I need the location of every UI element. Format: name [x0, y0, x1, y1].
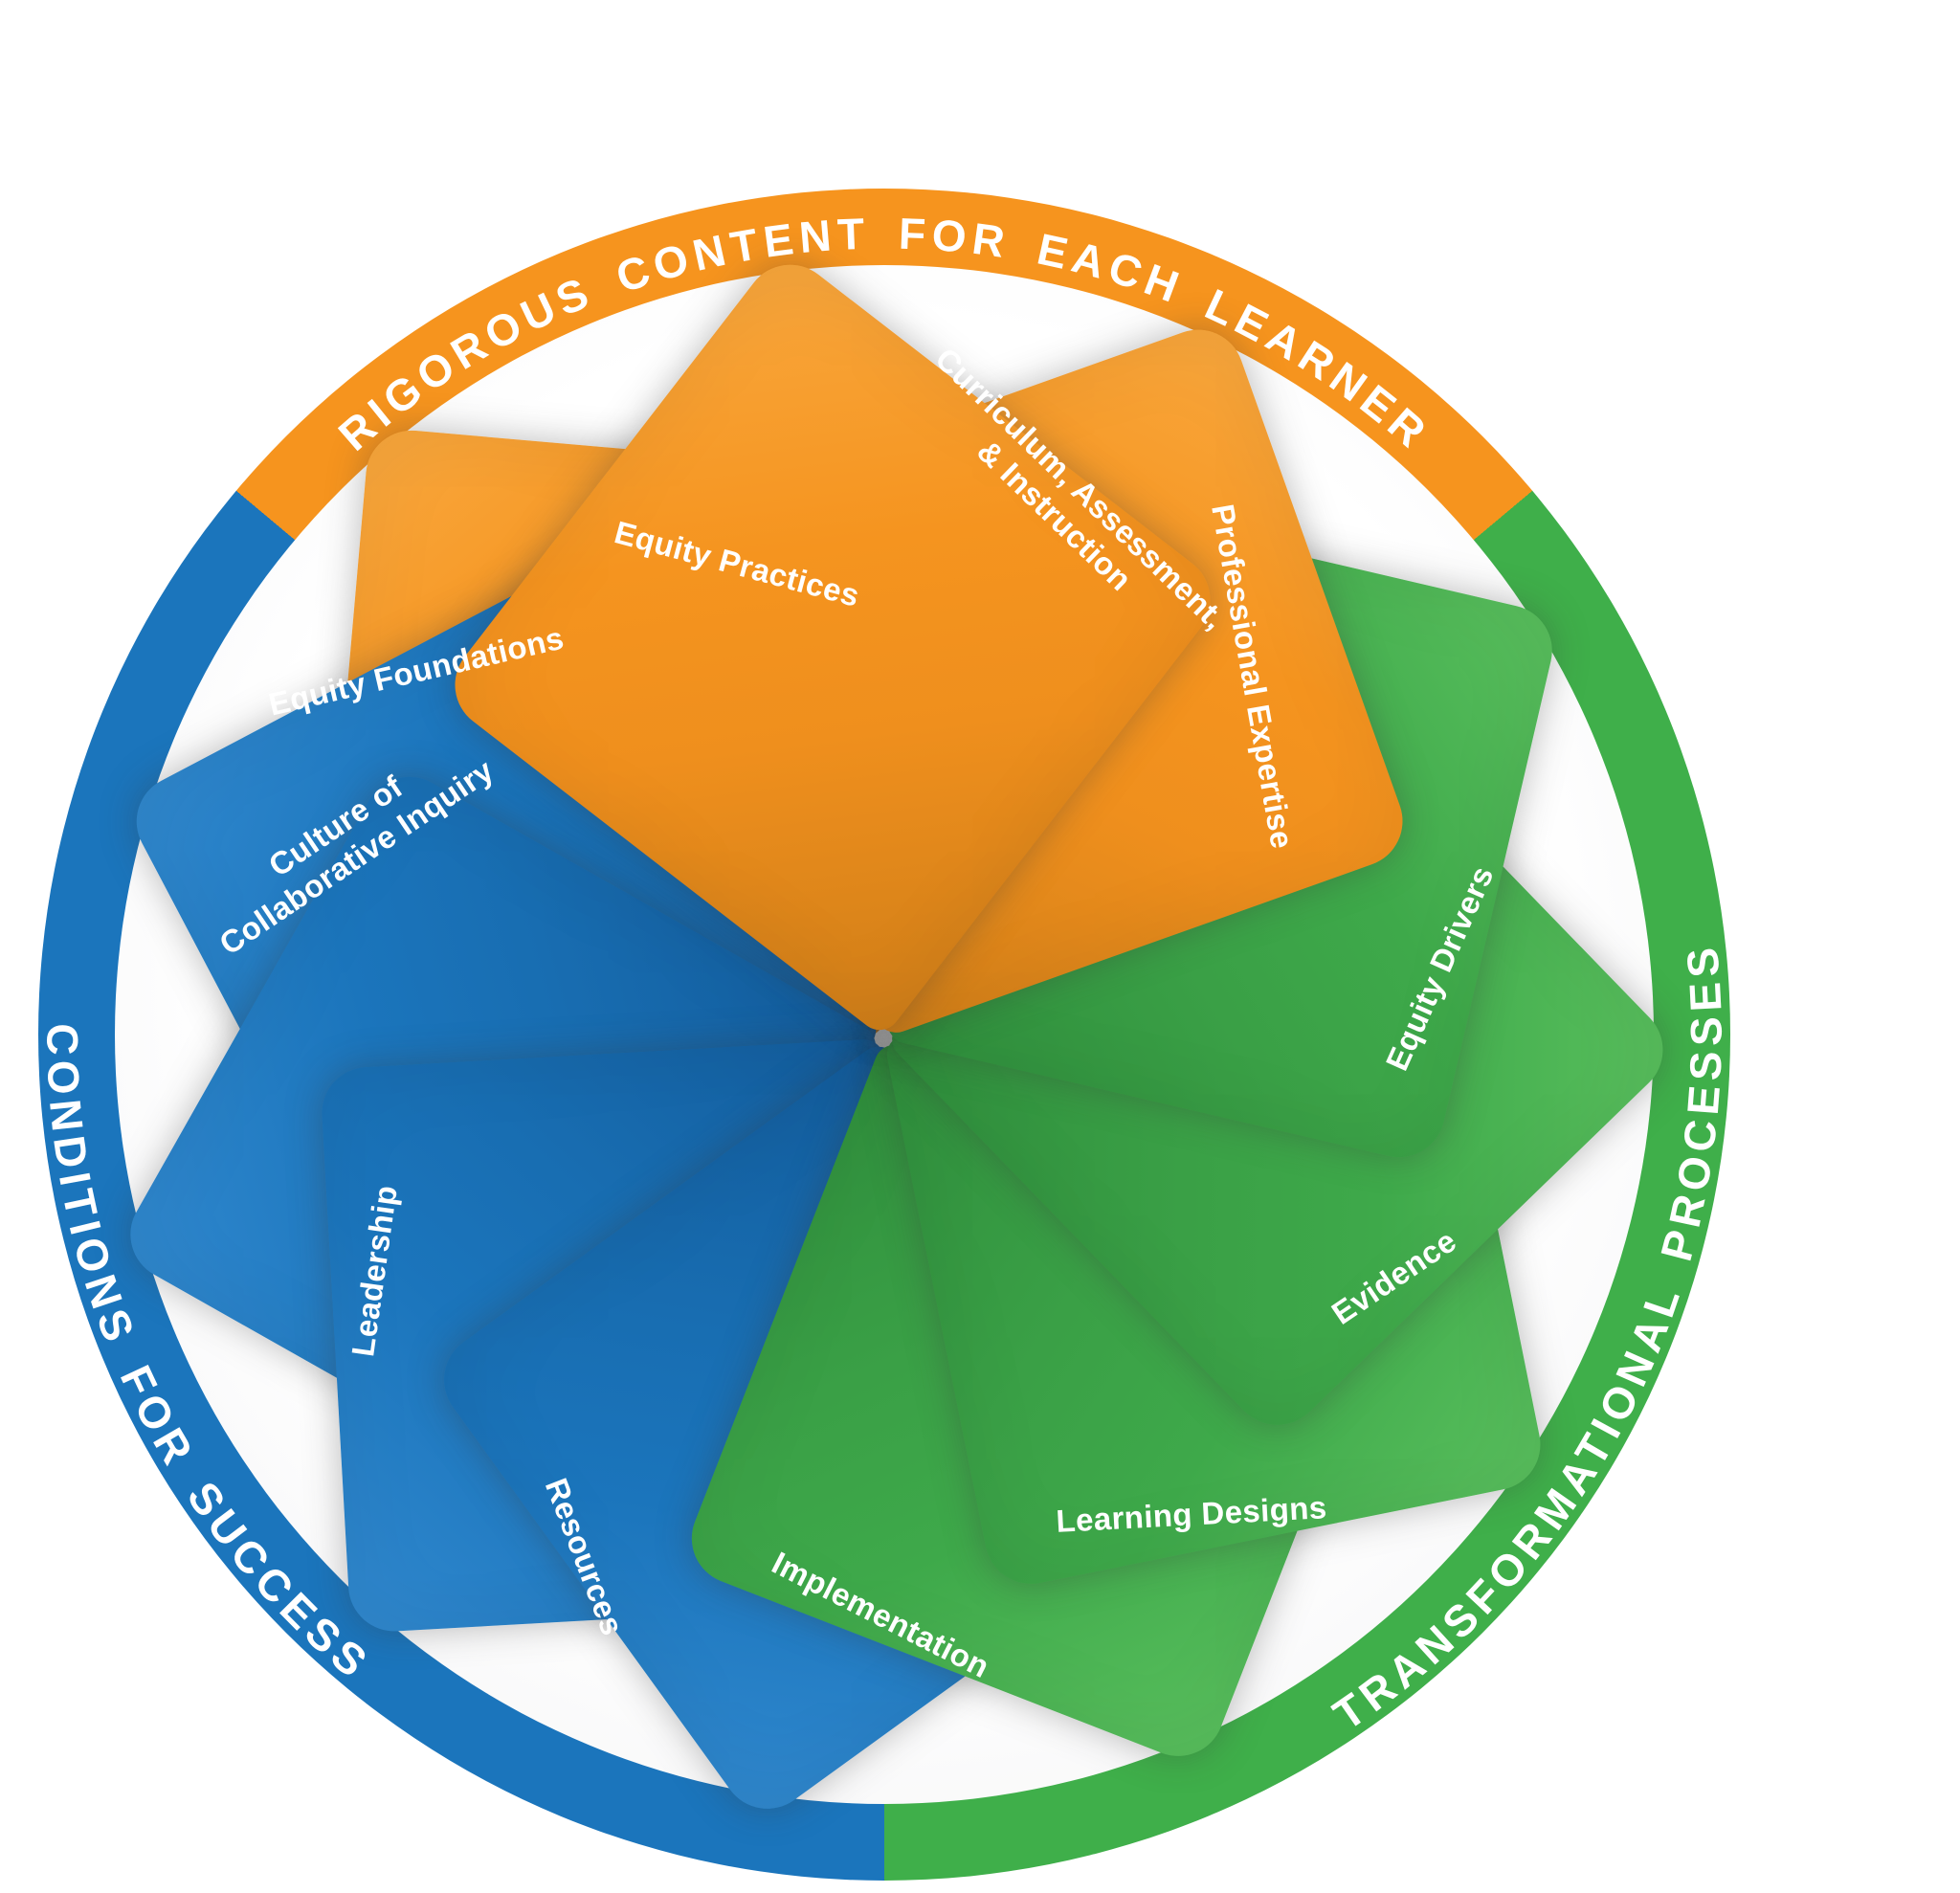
standards-pinwheel-diagram: Curriculum, Assessment, & Instruction Pr…	[38, 189, 1730, 1881]
